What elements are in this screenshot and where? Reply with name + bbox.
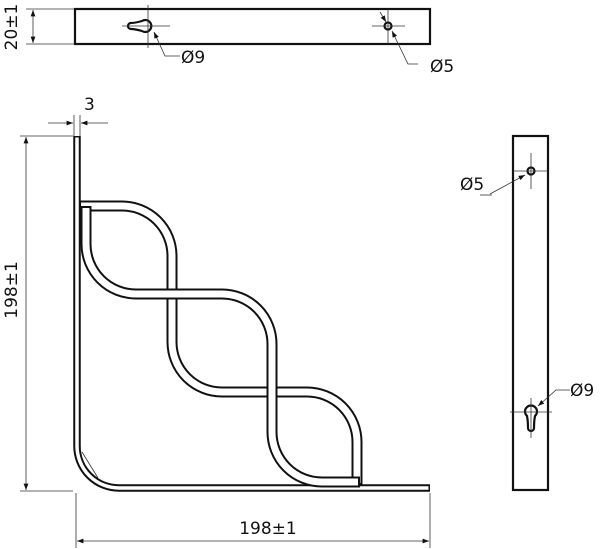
- width-dimension: 198±1: [239, 519, 297, 539]
- side-hole-label: Ø5: [460, 175, 484, 195]
- top-keyhole: [122, 5, 170, 48]
- side-keyhole: [510, 398, 552, 438]
- side-keyhole-label: Ø9: [570, 381, 594, 401]
- top-view: 20±1 Ø9 Ø5: [2, 4, 454, 77]
- top-keyhole-label: Ø9: [181, 48, 205, 68]
- top-hole-label: Ø5: [430, 57, 454, 77]
- top-small-hole: [372, 9, 405, 44]
- height-dimension: 198±1: [2, 261, 22, 319]
- side-small-hole: [513, 153, 548, 189]
- top-height-dimension: 20±1: [2, 4, 22, 51]
- top-plate-outline: [73, 7, 432, 46]
- thickness-dimension: 3: [84, 95, 95, 115]
- front-view: 3 198±1 198±1: [2, 95, 431, 548]
- side-view: Ø5 Ø9: [460, 134, 594, 492]
- scroll-strip-a: [80, 200, 363, 485]
- side-plate-outline: [511, 134, 550, 492]
- scroll-strip-b: [80, 206, 360, 488]
